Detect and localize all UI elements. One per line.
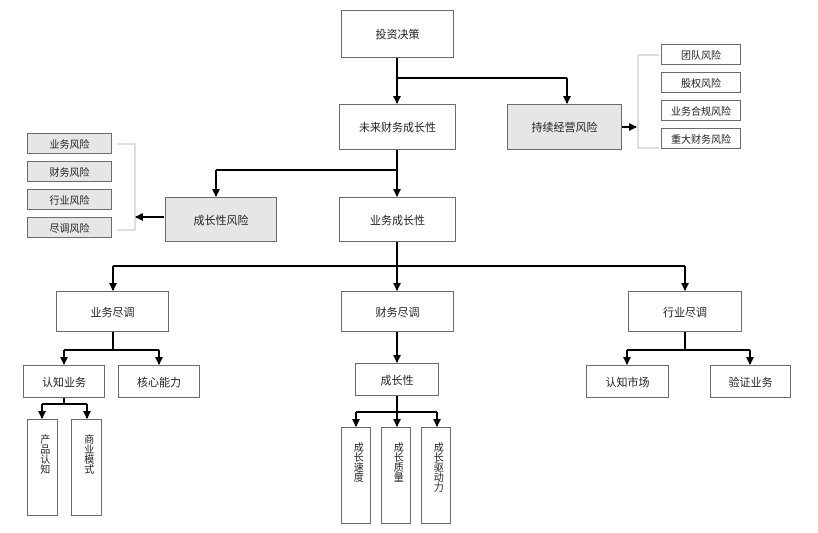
node-business-growth: 业务成长性	[339, 197, 456, 242]
node-know-market: 认知市场	[586, 365, 669, 398]
node-growth-drive: 成长驱动力	[421, 427, 451, 524]
node-finance-dd: 财务尽调	[341, 291, 454, 332]
ongoing-risk-item: 团队风险	[661, 44, 741, 65]
ongoing-risk-item: 业务合规风险	[661, 100, 741, 121]
node-know-business: 认知业务	[23, 365, 105, 398]
node-business-model: 商业模式	[71, 419, 102, 516]
growth-risk-item: 财务风险	[27, 161, 112, 182]
node-growth-speed: 成长速度	[341, 427, 371, 524]
growth-risk-item: 尽调风险	[27, 217, 112, 238]
node-business-dd: 业务尽调	[56, 291, 169, 332]
node-verify-business: 验证业务	[710, 365, 791, 398]
node-future-financial-growth: 未来财务成长性	[339, 104, 456, 150]
growth-risk-item: 业务风险	[27, 133, 112, 154]
node-growth-risk: 成长性风险	[165, 197, 277, 242]
node-core-ability: 核心能力	[118, 365, 200, 398]
node-industry-dd: 行业尽调	[628, 291, 742, 332]
node-growth-quality: 成长质量	[381, 427, 411, 524]
ongoing-risk-item: 股权风险	[661, 72, 741, 93]
node-product-cognition: 产品认知	[27, 419, 58, 516]
node-investment-decision: 投资决策	[341, 10, 454, 58]
growth-risk-item: 行业风险	[27, 189, 112, 210]
node-ongoing-operation-risk: 持续经营风险	[507, 104, 622, 150]
ongoing-risk-item: 重大财务风险	[661, 128, 741, 149]
node-growth: 成长性	[355, 363, 439, 396]
